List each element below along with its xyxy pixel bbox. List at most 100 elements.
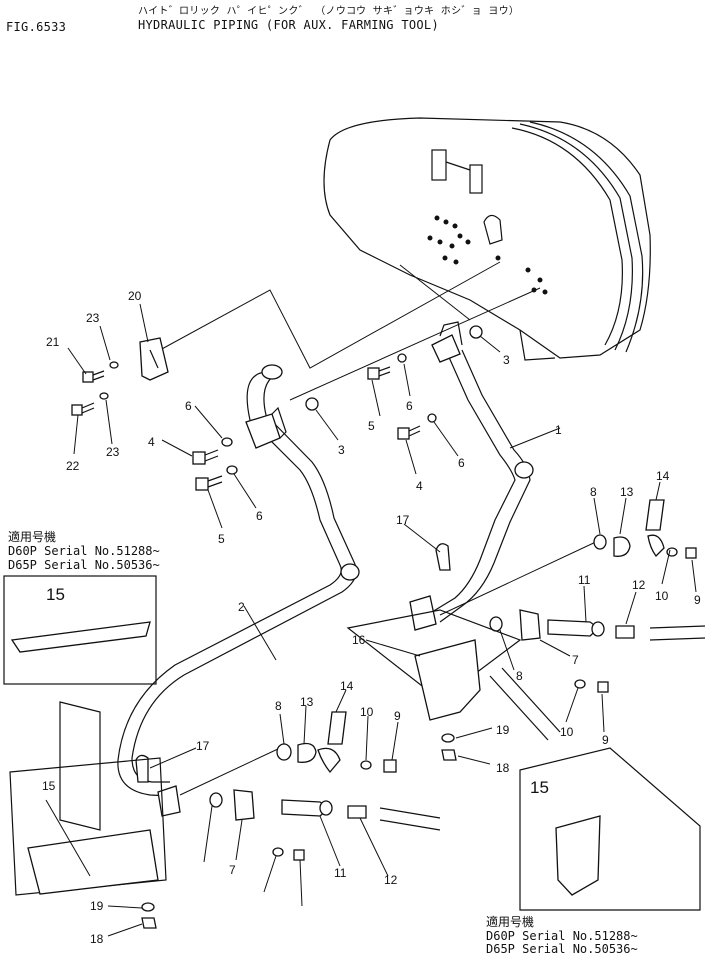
o-ring-8-right	[593, 534, 607, 550]
adapter-12-right	[615, 625, 635, 639]
callout-5-left: 5	[218, 532, 225, 546]
bolt-22	[71, 402, 95, 416]
callout-13-right: 13	[620, 485, 634, 499]
adapter-12-lower	[347, 805, 367, 819]
callout-9-lower: 9	[394, 709, 401, 723]
pipe-1	[431, 349, 534, 623]
callout-3-right: 3	[503, 353, 510, 367]
callout-11-right: 11	[578, 573, 591, 587]
callout-4-right: 4	[416, 479, 423, 493]
callout-10-mid: 10	[560, 725, 574, 739]
bolt-5-right	[367, 366, 391, 380]
callout-7-lower: 7	[229, 863, 236, 877]
callout-6c: 6	[406, 399, 413, 413]
callout-17-lower: 17	[196, 739, 210, 753]
callout-10-lower: 10	[360, 705, 374, 719]
callout-12-lower: 12	[384, 873, 398, 887]
inset-box-right	[519, 747, 701, 911]
callout-23-upper: 23	[86, 311, 100, 325]
lower-fitting-group	[157, 711, 441, 861]
callout-19-mid: 19	[496, 723, 510, 737]
right-fitting-group	[409, 499, 706, 693]
callout-6a: 6	[185, 399, 192, 413]
callout-23-lower: 23	[106, 445, 120, 459]
washer-23a	[109, 361, 119, 369]
washer-6c	[397, 353, 407, 363]
inset-box-left	[3, 575, 157, 685]
callout-5-right: 5	[368, 419, 375, 433]
callout-18-lower: 18	[90, 932, 104, 946]
callout-12-right: 12	[632, 578, 646, 592]
callout-10-right: 10	[655, 589, 669, 603]
callout-4-left: 4	[148, 435, 155, 449]
callout-3-left: 3	[338, 443, 345, 457]
u-bolt-17-lower	[135, 754, 149, 783]
flange-right	[431, 321, 463, 363]
elbow-7-lower	[233, 789, 255, 821]
diagram-title: HYDRAULIC PIPING (FOR AUX. FARMING TOOL)	[138, 18, 439, 32]
bolt-4-left	[192, 449, 219, 465]
callout-22: 22	[66, 459, 80, 473]
callout-14-lower: 14	[340, 679, 354, 693]
note-line-d60p: D60P Serial No.51288~	[8, 544, 160, 558]
bolt-4-right	[397, 425, 421, 440]
callout-8-lower: 8	[275, 699, 282, 713]
applicability-note-left: 適用号機 D60P Serial No.51288~ D65P Serial N…	[8, 529, 160, 572]
callout-15-inset-right: 15	[530, 778, 549, 797]
callout-20: 20	[128, 289, 142, 303]
hydraulic-tank-body	[323, 117, 651, 361]
callout-leaders	[45, 303, 697, 937]
callout-16: 16	[352, 633, 366, 647]
note-heading: 適用号機	[486, 914, 534, 929]
callout-13-lower: 13	[300, 695, 314, 709]
washer-23b	[99, 392, 109, 400]
washer-6a	[221, 437, 233, 447]
washer-6d	[427, 413, 437, 423]
callout-11-lower: 11	[334, 866, 347, 880]
bracket-16-region	[346, 609, 561, 761]
note-line-d60p: D60P Serial No.51288~	[486, 929, 638, 943]
elbow-7-right	[519, 609, 541, 641]
callout-1: 1	[555, 423, 562, 437]
callout-labels: 1 2 3 3 4 4 5 5 6 6 6 6 7 7 8 8 8 9 9 9 …	[42, 289, 701, 946]
cap-13-right	[613, 536, 631, 557]
figure-number: FIG.6533	[6, 20, 67, 34]
pipe-2	[117, 364, 360, 797]
bolt-21	[82, 370, 105, 383]
callout-8-right: 8	[590, 485, 597, 499]
cap-13-lower	[297, 742, 317, 763]
hose-fitting-11-right	[547, 619, 596, 637]
o-ring-8-lower	[209, 792, 223, 808]
callout-6b: 6	[256, 509, 263, 523]
callout-19-lower: 19	[90, 899, 104, 913]
callout-8-mid: 8	[516, 669, 523, 683]
callout-9-mid: 9	[602, 733, 609, 747]
washer-6b	[226, 465, 238, 475]
callout-2: 2	[238, 600, 245, 614]
u-bolt-17-upper	[435, 543, 451, 571]
lower-bracket-assembly	[9, 701, 167, 929]
callout-15-lower: 15	[42, 779, 56, 793]
label-14-lower	[327, 711, 347, 745]
callout-6d: 6	[458, 456, 465, 470]
note-heading: 適用号機	[8, 529, 56, 544]
callout-18-mid: 18	[496, 761, 510, 775]
o-ring-3-right	[469, 325, 483, 339]
assembly-guide-lines	[159, 261, 601, 796]
flange-left	[245, 406, 287, 449]
hose-fitting-11-lower	[281, 799, 326, 817]
o-ring-3-left	[305, 397, 319, 411]
callout-21: 21	[46, 335, 60, 349]
callout-15-inset-left: 15	[46, 585, 65, 604]
japanese-title: ハイト゛ロリック ハ゜イヒ゜ンク゛ （ノウコウ サキ゛ョウキ ホシ゛ョ ヨウ）	[138, 6, 520, 17]
callout-14-right: 14	[656, 469, 670, 483]
note-line-d65p: D65P Serial No.50536~	[8, 558, 160, 572]
callout-17-upper: 17	[396, 513, 410, 527]
callout-9-right: 9	[694, 593, 701, 607]
note-line-d65p: D65P Serial No.50536~	[486, 942, 638, 955]
callout-7-right: 7	[572, 653, 579, 667]
clamp-20	[139, 337, 169, 381]
label-14-right	[645, 499, 665, 531]
